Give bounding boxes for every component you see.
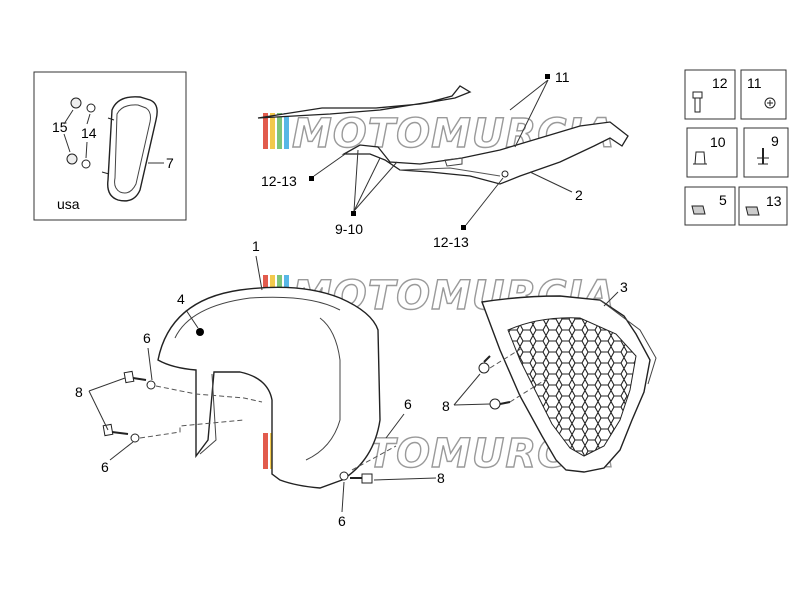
grille-screws — [478, 347, 549, 410]
screw-icon — [764, 97, 776, 109]
fender-screws-bottom — [339, 445, 397, 484]
hardware-legend: 12 11 10 9 — [684, 69, 789, 226]
callout-6: 6 — [143, 330, 151, 346]
legend-cell-9: 9 — [743, 127, 789, 178]
square-marker — [545, 74, 550, 79]
callout-group-top: 11 12-13 9-10 12-13 2 — [261, 69, 583, 250]
pin-icon — [757, 148, 769, 165]
nut-clip-icon — [691, 205, 706, 215]
usa-label: usa — [57, 196, 80, 212]
bolt-icon — [692, 91, 703, 113]
legend-cell-13: 13 — [738, 186, 788, 226]
svg-text:10: 10 — [710, 134, 726, 150]
usa-inset: 15 14 7 usa — [33, 71, 187, 221]
svg-text:11: 11 — [747, 75, 762, 91]
reflector-part — [101, 96, 158, 202]
svg-text:13: 13 — [766, 193, 782, 209]
grille-part — [481, 295, 657, 473]
legend-cell-12: 12 — [684, 69, 736, 120]
side-fairing-part — [257, 85, 629, 185]
callout-9-10: 9-10 — [335, 221, 363, 237]
callout-12-13: 12-13 — [261, 173, 297, 189]
callout-8: 8 — [75, 384, 83, 400]
callout-6: 6 — [101, 459, 109, 475]
legend-cell-5: 5 — [684, 186, 736, 226]
callout-8: 8 — [442, 398, 450, 414]
square-marker — [461, 225, 466, 230]
legend-cell-11: 11 — [740, 69, 787, 120]
front-fender-part — [157, 286, 381, 489]
nut-clip-icon — [745, 206, 760, 216]
legend-cell-10: 10 — [686, 127, 738, 178]
callouts-fender: 1 4 6 8 6 6 8 6 — [75, 238, 445, 529]
callout-15: 15 — [52, 119, 68, 135]
washer-part — [66, 97, 96, 169]
square-marker — [309, 176, 314, 181]
svg-text:5: 5 — [719, 192, 727, 208]
callout-12-13: 12-13 — [433, 234, 469, 250]
callout-8: 8 — [437, 470, 445, 486]
callout-1: 1 — [252, 238, 260, 254]
callout-2: 2 — [575, 187, 583, 203]
square-marker — [351, 211, 356, 216]
svg-text:9: 9 — [771, 133, 779, 149]
fender-screws-left — [102, 370, 263, 443]
clip-icon — [693, 151, 707, 165]
callout-6: 6 — [404, 396, 412, 412]
callout-7: 7 — [166, 155, 174, 171]
callouts-grille: 3 8 — [442, 279, 628, 414]
callout-14: 14 — [81, 125, 97, 141]
callout-3: 3 — [620, 279, 628, 295]
callout-4: 4 — [177, 291, 185, 307]
callout-6: 6 — [338, 513, 346, 529]
callout-11: 11 — [555, 69, 570, 85]
svg-text:12: 12 — [712, 75, 728, 91]
